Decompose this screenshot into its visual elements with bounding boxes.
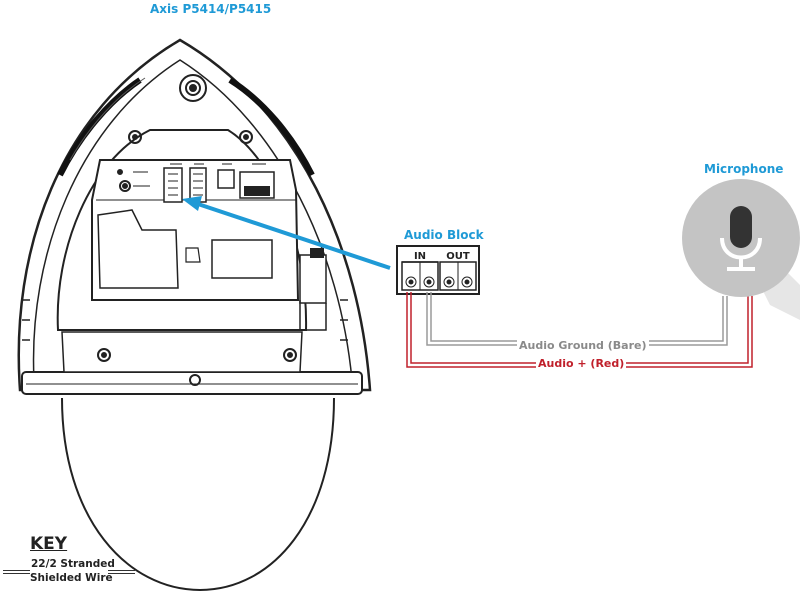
- microphone-icon: [682, 179, 800, 320]
- key-rule-left-2: [3, 573, 30, 574]
- ground-wire-label: Audio Ground (Bare): [517, 339, 649, 352]
- key-title: KEY: [30, 534, 68, 554]
- key-line1: 22/2 Stranded: [31, 558, 115, 570]
- audio-block-out-label: OUT: [446, 251, 470, 262]
- microphone-title: Microphone: [704, 162, 784, 176]
- key-rule-left: [3, 570, 30, 571]
- ground-wire: [426, 292, 728, 346]
- audio-block-title: Audio Block: [404, 228, 484, 242]
- key-line2: Shielded Wire: [30, 572, 113, 584]
- positive-wire-label: Audio + (Red): [536, 357, 627, 370]
- key-rule-right: [108, 570, 135, 571]
- audio-block: IN OUT: [396, 245, 480, 295]
- audio-block-in-label: IN: [414, 251, 426, 262]
- positive-wire: [406, 292, 753, 368]
- camera-housing: [17, 38, 372, 592]
- camera-title: Axis P5414/P5415: [150, 2, 272, 16]
- pointer-arrow: [182, 196, 391, 270]
- key-rule-right-2: [108, 573, 135, 574]
